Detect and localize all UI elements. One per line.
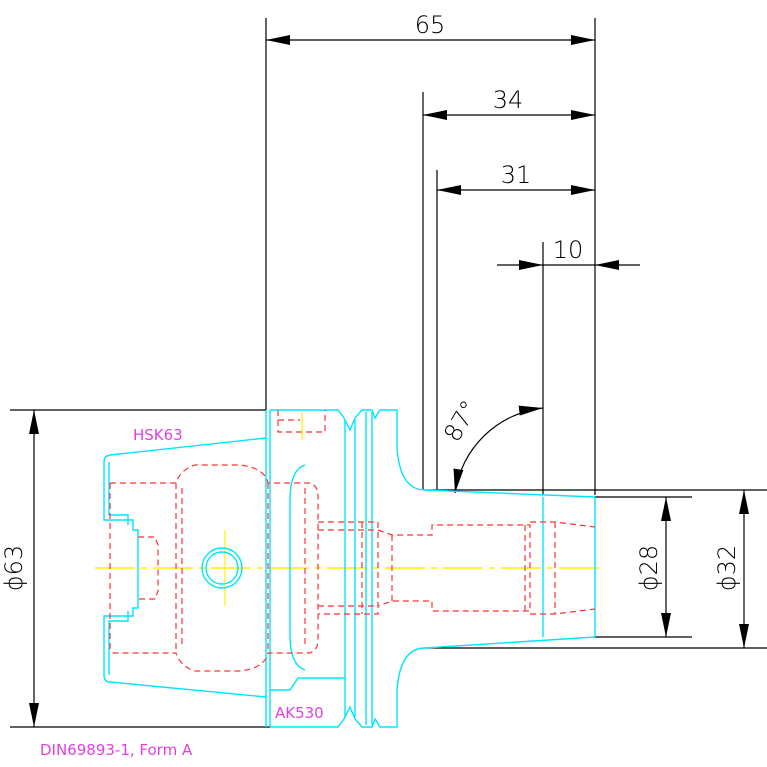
dim-32-text: ϕ32 — [713, 545, 741, 591]
dim-63-text: ϕ63 — [0, 545, 28, 591]
label-ak530: AK530 — [275, 704, 324, 722]
dimension-texts: 65 34 31 10 87° ϕ63 ϕ28 ϕ32 — [0, 11, 741, 591]
angle-arc — [453, 405, 544, 494]
label-hsk63: HSK63 — [133, 426, 183, 444]
hidden-lines — [109, 410, 596, 672]
dim-31-text: 31 — [501, 161, 532, 189]
dim-10-text: 10 — [553, 236, 584, 264]
dim-34-text: 34 — [493, 86, 524, 114]
dimension-lines — [10, 18, 767, 728]
angle-text: 87° — [438, 396, 484, 447]
dim-28-text: ϕ28 — [635, 545, 663, 591]
label-standard: DIN69893-1, Form A — [40, 741, 193, 759]
part-labels: HSK63 AK530 DIN69893-1, Form A — [40, 426, 324, 759]
dim-65-text: 65 — [415, 11, 446, 39]
